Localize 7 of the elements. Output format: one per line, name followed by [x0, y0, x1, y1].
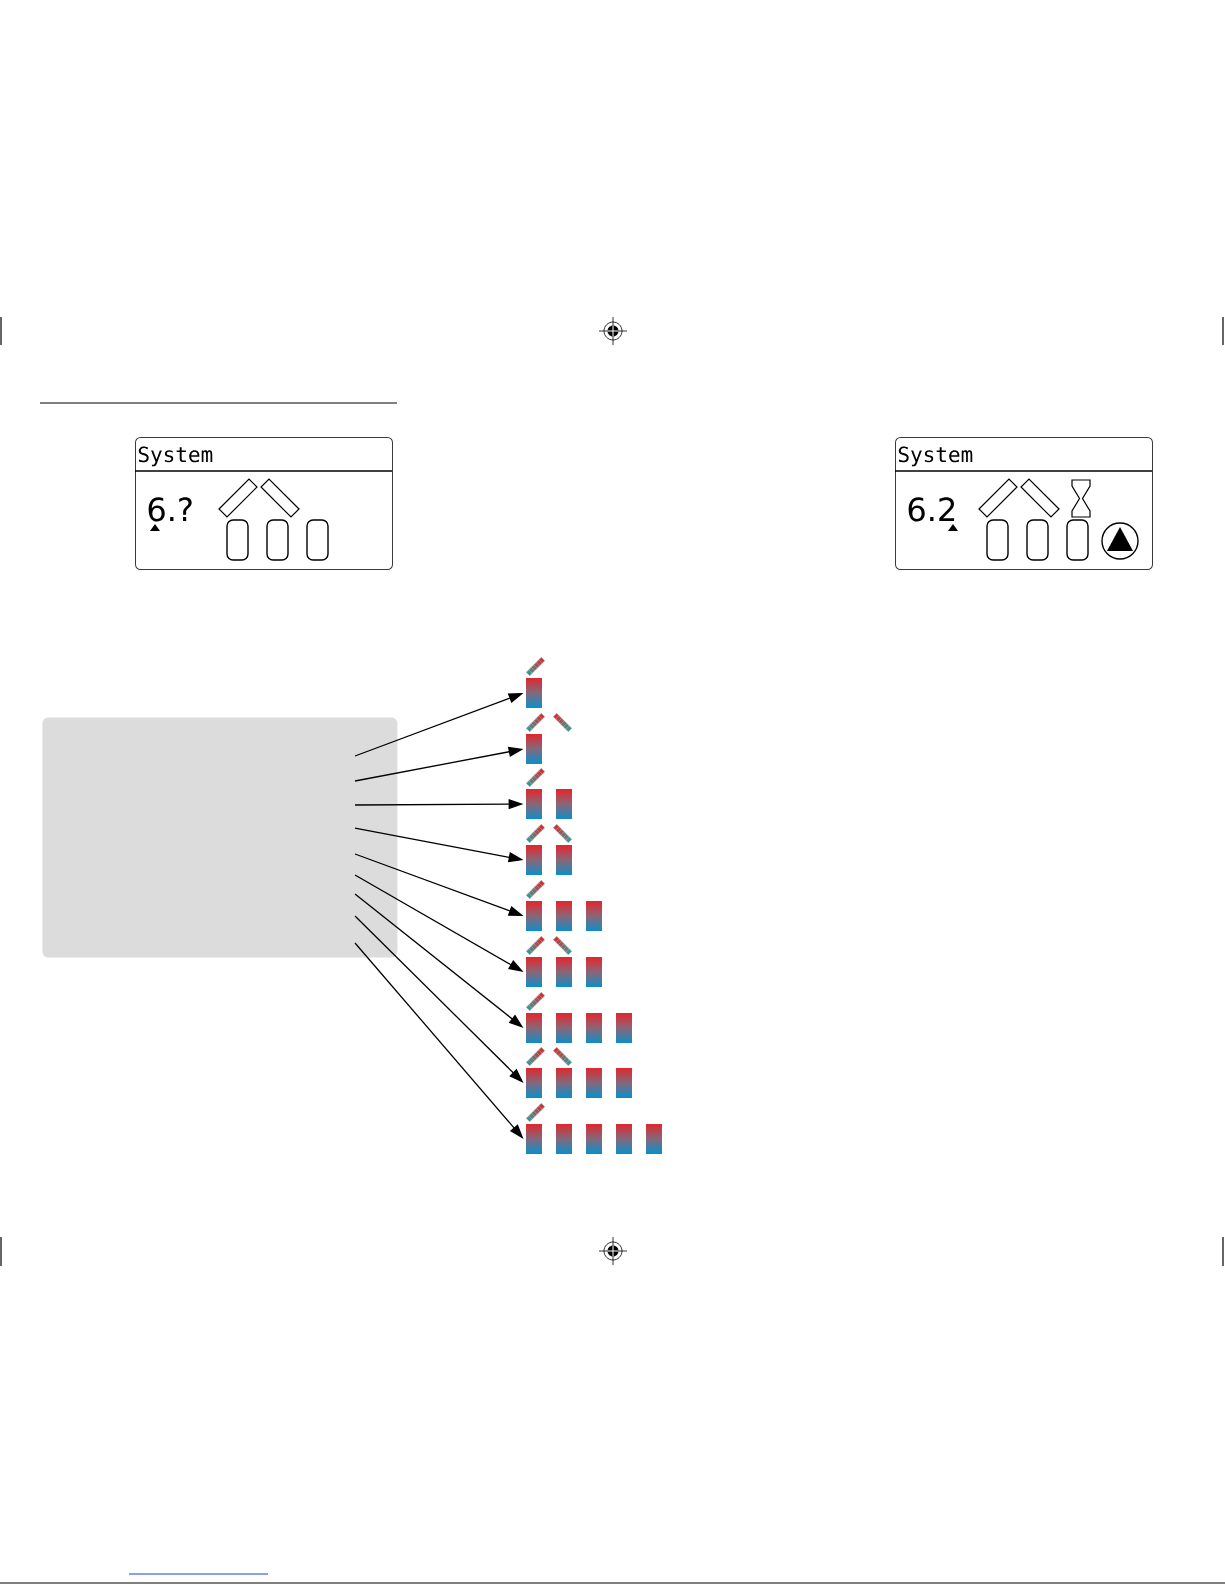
lcd-screen	[894, 437, 1153, 570]
menu-number: 6.2	[908, 497, 955, 522]
lcd-screen	[134, 437, 393, 570]
screen-title: System	[898, 446, 973, 467]
menu-number: 6.?	[148, 497, 192, 522]
blank-panel	[42, 717, 398, 958]
screen-title: System	[138, 446, 213, 467]
